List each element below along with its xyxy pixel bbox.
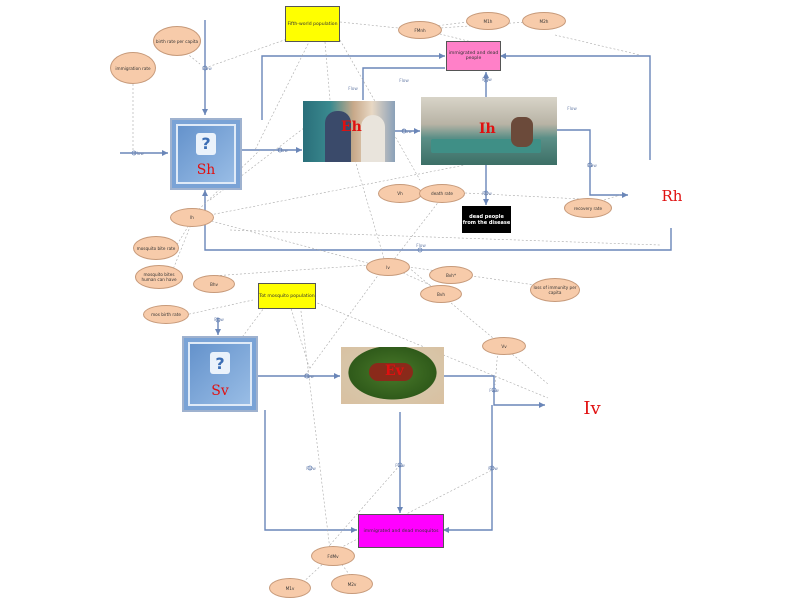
mosquito-population-box[interactable]: Tot mosquito population bbox=[258, 283, 316, 309]
flow-label-eh-ih: Flow bbox=[402, 128, 412, 134]
flow-rh-immig bbox=[500, 53, 651, 160]
stock-sv[interactable]: ? Sv bbox=[182, 336, 258, 412]
aux-mos-birth-rate[interactable]: mos birth rate bbox=[143, 305, 189, 324]
aux-mosquito-bites-human-can-have[interactable]: mosquito bites human can have bbox=[135, 265, 183, 289]
question-icon: ? bbox=[210, 352, 230, 375]
stock-sh-label: Sh bbox=[196, 162, 216, 179]
immigrated-dead-people-box[interactable]: immigrated and dead people bbox=[446, 41, 501, 71]
aux-m2v[interactable]: M2v bbox=[331, 574, 373, 594]
aux-immigration-rate[interactable]: immigration rate bbox=[110, 52, 156, 84]
aux-vh[interactable]: Vh bbox=[378, 184, 422, 203]
dead-people-box[interactable]: dead people from the disease bbox=[462, 206, 511, 233]
mosquito-body bbox=[369, 363, 413, 381]
person-left bbox=[325, 111, 351, 162]
question-icon: ? bbox=[196, 132, 216, 155]
flow-label-sh-eh: Flow bbox=[278, 147, 288, 153]
flow-label-ih-immig: Flow bbox=[482, 76, 492, 82]
flow-sh-immig bbox=[261, 53, 445, 120]
flow-label-iv-immig: Flow bbox=[488, 465, 498, 471]
immigrated-dead-mosquitos-box[interactable]: immigrated and dead mosquitos bbox=[358, 514, 444, 548]
flow-label-birth-sh: Flow bbox=[202, 65, 212, 71]
stock-ih-label: Ih bbox=[479, 121, 496, 137]
stock-sv-label: Sv bbox=[211, 382, 229, 399]
aux-bvh[interactable]: Bvh bbox=[420, 285, 462, 303]
aux-m1v[interactable]: M1v bbox=[269, 578, 311, 598]
aux-birth-rate-per-capita[interactable]: birth rate per capita bbox=[153, 26, 201, 56]
human-population-box[interactable]: Fifth-world population bbox=[285, 6, 340, 42]
aux-mosquito-bite-rate[interactable]: mosquito bite rate bbox=[133, 236, 179, 260]
stock-iv[interactable]: Iv bbox=[583, 397, 601, 419]
stock-ev-label: Ev bbox=[385, 363, 404, 379]
flow-ih-rh bbox=[557, 129, 628, 198]
flow-label-rh-sh: Flow bbox=[416, 242, 426, 248]
flow-label-immigration-sh: Flow bbox=[134, 150, 144, 156]
aux-m1h[interactable]: M1h bbox=[466, 12, 510, 30]
aux-m2h[interactable]: M2h bbox=[522, 12, 566, 30]
aux-bhv[interactable]: Bhv bbox=[193, 275, 235, 293]
person-right bbox=[361, 115, 385, 162]
aux-fmh[interactable]: FMnh bbox=[398, 21, 442, 39]
aux-lh[interactable]: lh bbox=[170, 208, 214, 227]
flow-pipes bbox=[120, 20, 672, 533]
aux-fmv[interactable]: FdMv bbox=[311, 546, 355, 566]
flow-label-ev-iv: Flow bbox=[489, 387, 499, 393]
aux-vv[interactable]: Vv bbox=[482, 337, 526, 355]
stock-ih-hospital-photo[interactable]: Ih bbox=[421, 97, 557, 165]
patient bbox=[511, 117, 533, 147]
flow-label-birth-sv: Flow bbox=[214, 316, 224, 322]
aux-lv[interactable]: lv bbox=[366, 258, 410, 276]
flow-label-sv-immig: Flow bbox=[306, 465, 316, 471]
aux-bvh-star[interactable]: Bvh* bbox=[429, 266, 473, 284]
flow-sv-immig bbox=[264, 410, 357, 533]
flow-label-ih-dead: Flow bbox=[482, 190, 492, 196]
stock-sh[interactable]: ? Sh bbox=[170, 118, 242, 190]
stock-rh[interactable]: Rh bbox=[661, 186, 683, 205]
aux-recovery-rate[interactable]: recovery rate bbox=[564, 198, 612, 218]
stock-eh-label: Eh bbox=[341, 119, 362, 135]
flow-label-ih-rh: Flow bbox=[587, 162, 597, 168]
flow-eh-immig bbox=[362, 67, 445, 100]
stock-ev-mosquito-photo[interactable]: Ev bbox=[341, 347, 444, 404]
flow-iv-immig bbox=[443, 405, 493, 533]
stock-eh-people-photo[interactable]: Eh bbox=[303, 101, 395, 162]
flow-label-rh-immig: Flow bbox=[567, 105, 577, 111]
aux-death-rate[interactable]: death rate bbox=[419, 184, 465, 203]
flow-ev-iv bbox=[444, 375, 545, 408]
aux-loss-of-immunity[interactable]: loss of immunity per capita bbox=[530, 278, 580, 302]
flow-label-sh-immig: Flow bbox=[399, 77, 409, 83]
flow-label-ev-immig: Flow bbox=[395, 462, 405, 468]
info-links bbox=[132, 21, 661, 586]
flow-valves bbox=[131, 65, 593, 471]
flow-label-sv-ev: Flow bbox=[304, 373, 314, 379]
flow-label-eh-immig: Flow bbox=[348, 85, 358, 91]
